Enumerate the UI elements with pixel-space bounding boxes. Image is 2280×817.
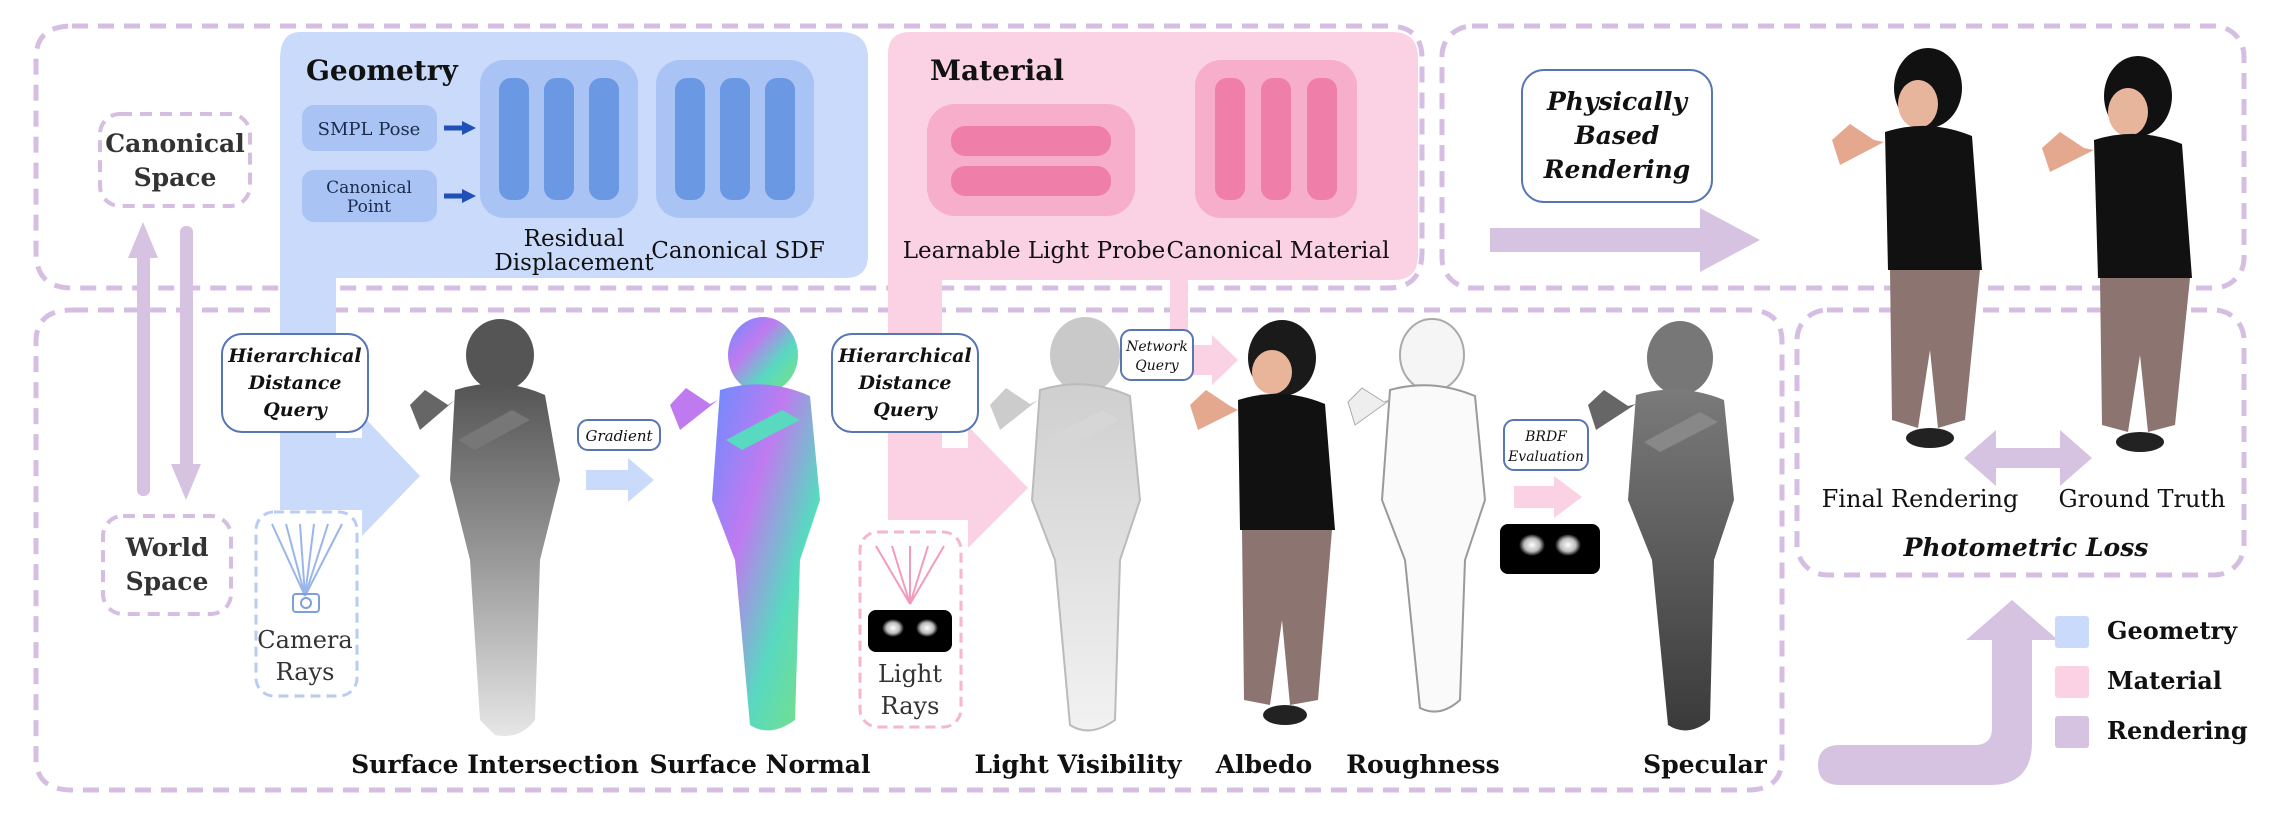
gradient-label: Gradient: [585, 427, 653, 445]
specular-label: Specular: [1643, 750, 1768, 779]
hdq-left-line3: Query: [263, 399, 328, 421]
brdf-arrow: [1514, 476, 1582, 518]
geometry-panel: Geometry SMPL Pose Canonical Point Resid…: [280, 32, 868, 536]
hdq-right-line3: Query: [873, 399, 938, 421]
surface-normal-image: [670, 317, 820, 731]
canonical-region-outline: [33, 23, 1425, 291]
loss-compare-arrow: [1964, 430, 2092, 486]
hdq-left-line1: Hierarchical: [227, 345, 361, 367]
final-rendering-label: Final Rendering: [1822, 485, 2019, 513]
pbr-region-outline: [1439, 23, 2247, 291]
brdf-label-1: BRDF: [1524, 429, 1568, 445]
camera-rays-label-1: Camera: [257, 626, 352, 654]
canonical-space-box: [98, 112, 252, 208]
loss-region-outline: [1794, 307, 2247, 578]
canonical-space-label-2: Space: [134, 163, 217, 192]
legend-label-geometry: Geometry: [2107, 616, 2238, 645]
material-panel: Material Learnable Light Probe Canonical…: [888, 32, 1418, 548]
material-label: Canonical Material: [1167, 238, 1390, 264]
network-query-callout: [1120, 329, 1194, 381]
ground-truth-label: Ground Truth: [2058, 485, 2225, 513]
camera-rays-label-2: Rays: [276, 658, 335, 686]
backprop-arrow: [1818, 600, 2058, 785]
roughness-label: Roughness: [1346, 750, 1500, 779]
brdf-callout: [1503, 419, 1589, 471]
legend-label-material: Material: [2107, 666, 2222, 695]
hdq-left-line2: Distance: [248, 372, 342, 394]
legend: Geometry Material Rendering: [2055, 612, 2265, 762]
light-probe-mlp: [927, 104, 1135, 216]
legend-swatch-rendering: [2055, 716, 2089, 748]
legend-swatch-geometry: [2055, 616, 2089, 648]
legend-swatch-material: [2055, 666, 2089, 698]
light-visibility-image: [990, 317, 1142, 732]
brdf-probe-thumbnail: [1500, 524, 1600, 574]
world-space-box: [101, 514, 233, 616]
albedo-image: [1190, 320, 1335, 725]
canonical-point-label-2: Point: [347, 197, 391, 217]
space-transform-arrows: [128, 222, 201, 500]
camera-icon: [292, 593, 320, 613]
canonical-point-label-1: Canonical: [326, 178, 412, 198]
camera-rays-box: Camera Rays: [254, 510, 359, 698]
hdq-right-callout: Hierarchical Distance Query: [831, 333, 979, 433]
material-title: Material: [930, 54, 1064, 87]
light-rays-label-2: Rays: [881, 692, 940, 720]
canonical-space-label-1: Canonical: [105, 129, 245, 158]
residual-label-1: Residual: [524, 226, 625, 252]
world-space-label-2: Space: [126, 567, 209, 596]
hdq-left-callout: Hierarchical Distance Query: [221, 333, 369, 433]
specular-image: [1588, 321, 1734, 731]
roughness-image: [1347, 318, 1487, 713]
canonical-point-input: [302, 170, 437, 222]
network-query-label-2: Query: [1135, 358, 1179, 374]
legend-item-geometry: Geometry: [2055, 612, 2265, 662]
residual-label-2: Displacement: [494, 250, 654, 276]
gradient-callout: [577, 419, 661, 451]
brdf-label-2: Evaluation: [1507, 449, 1584, 465]
pbr-label-3: Rendering: [1543, 155, 1691, 184]
pbr-label-2: Based: [1574, 121, 1660, 150]
ground-truth-image: [2042, 56, 2192, 452]
legend-item-material: Material: [2055, 662, 2265, 712]
world-region-outline: [33, 307, 1785, 793]
surface-intersection-image: [410, 319, 560, 736]
world-space-label-1: World: [125, 533, 209, 562]
legend-label-rendering: Rendering: [2107, 716, 2248, 745]
final-rendering-image: [1832, 48, 1982, 448]
light-rays-box: Light Rays: [858, 530, 963, 729]
geometry-title: Geometry: [306, 54, 459, 87]
probe-label: Learnable Light Probe: [903, 238, 1166, 264]
light-rays-label-1: Light: [878, 660, 942, 688]
smpl-pose-input: [302, 105, 437, 151]
albedo-label: Albedo: [1215, 750, 1312, 779]
network-query-label-1: Network: [1125, 339, 1188, 355]
light-probe-thumbnail: [868, 610, 952, 652]
photometric-loss-label: Photometric Loss: [1903, 533, 2149, 562]
hdq-right-line1: Hierarchical: [837, 345, 971, 367]
surface-normal-label: Surface Normal: [649, 750, 870, 779]
hdq-right-line2: Distance: [858, 372, 952, 394]
smpl-pose-label: SMPL Pose: [318, 119, 421, 140]
network-query-arrow: [1188, 335, 1238, 385]
pbr-callout: Physically Based Rendering: [1521, 69, 1713, 203]
pbr-label-1: Physically: [1546, 87, 1688, 116]
surface-intersection-label: Surface Intersection: [351, 750, 639, 779]
sdf-label: Canonical SDF: [651, 238, 825, 264]
gradient-arrow: [586, 458, 654, 502]
legend-item-rendering: Rendering: [2055, 712, 2265, 762]
light-visibility-label: Light Visibility: [974, 750, 1183, 779]
